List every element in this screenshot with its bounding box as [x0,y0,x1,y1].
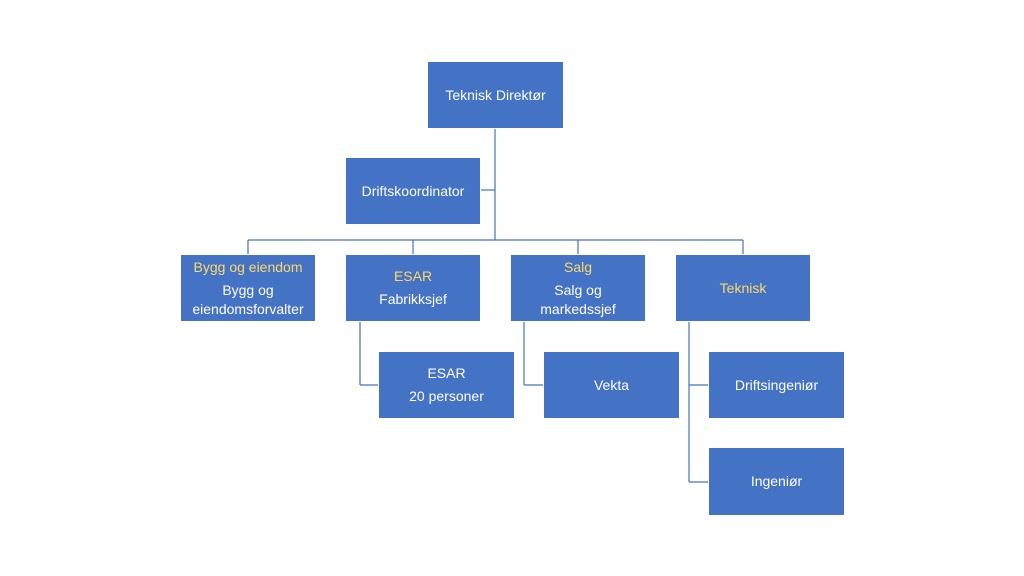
node-teknisk[interactable]: Teknisk [675,254,811,322]
node-title: ESAR [393,268,433,284]
node-line2: eiendomsforvalter [192,300,304,317]
node-label: Vekta [593,376,630,393]
node-line1: Fabrikksjef [379,291,447,307]
node-line1: Bygg og [222,281,274,298]
node-label: Driftsingeniør [734,376,819,393]
node-title: Teknisk [719,279,767,296]
node-esar[interactable]: ESAR Fabrikksjef [345,254,481,322]
node-label: Ingeniør [750,473,803,489]
node-label: Driftskoordinator [361,182,465,199]
node-title: Salg [563,258,593,275]
node-salg[interactable]: Salg Salg og markedssjef [510,254,646,322]
node-label: Teknisk Direktør [445,86,546,103]
node-line1: Salg og [554,281,602,298]
node-driftskoordinator[interactable]: Driftskoordinator [345,157,481,225]
node-line1: ESAR [427,365,466,381]
node-esar-staff[interactable]: ESAR 20 personer [378,351,515,419]
node-vekta[interactable]: Vekta [543,351,680,419]
node-title: Bygg og eiendom [193,258,303,275]
node-ingenior[interactable]: Ingeniør [708,447,845,516]
node-line2: 20 personer [409,388,484,404]
node-line2: markedssjef [540,300,616,317]
node-teknisk-direktor[interactable]: Teknisk Direktør [427,61,564,129]
node-driftsingenior[interactable]: Driftsingeniør [708,351,845,419]
node-bygg-og-eiendom[interactable]: Bygg og eiendom Bygg og eiendomsforvalte… [180,254,316,322]
